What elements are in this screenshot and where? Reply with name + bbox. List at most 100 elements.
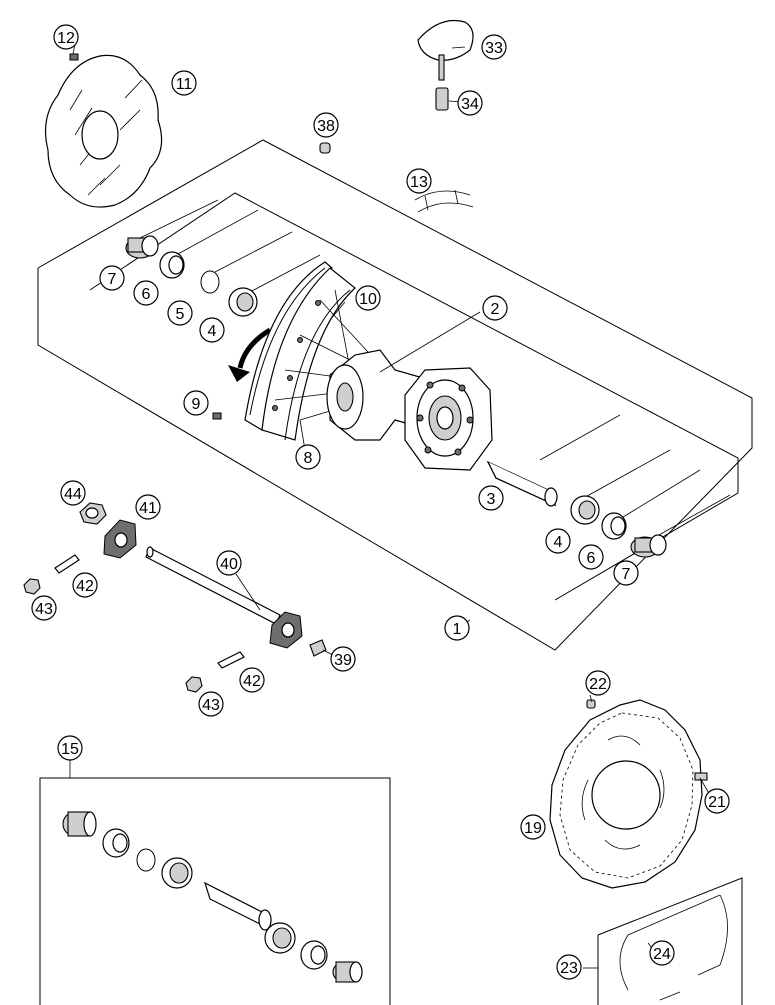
callout-c19: 19	[520, 814, 546, 840]
callout-circle	[199, 317, 225, 343]
callout-c3: 3	[478, 485, 504, 511]
callout-label: 23	[560, 960, 578, 977]
callout-c8: 8	[295, 444, 321, 470]
seal-left	[159, 251, 185, 279]
callout-label: 11	[176, 76, 193, 93]
callout-circle	[198, 691, 224, 717]
callout-circle	[478, 485, 504, 511]
callout-label: 39	[334, 652, 352, 669]
callout-c33: 33	[481, 34, 507, 60]
callout-circle	[556, 954, 582, 980]
rim	[244, 261, 356, 441]
kit-parts	[62, 811, 363, 983]
callout-circle	[406, 168, 432, 194]
callout-circle	[72, 572, 98, 598]
valve-nut	[435, 87, 449, 111]
callout-circle	[330, 646, 356, 672]
callout-c43b: 43	[198, 691, 224, 717]
chain-adjuster-left	[103, 519, 137, 559]
callout-label: 42	[76, 578, 94, 595]
callout-label: 33	[485, 40, 503, 57]
callout-circle	[135, 494, 161, 520]
callout-c15: 15	[57, 735, 83, 761]
callout-circle	[545, 528, 571, 554]
sprocket-nut	[586, 699, 596, 709]
callout-label: 19	[524, 820, 542, 837]
callout-c39: 39	[330, 646, 356, 672]
callout-circle	[239, 667, 265, 693]
bearing-kit-box	[39, 760, 391, 1005]
callout-c42a: 42	[72, 572, 98, 598]
hub	[326, 349, 493, 471]
callout-c41: 41	[135, 494, 161, 520]
adjuster-nut-right	[185, 676, 203, 693]
callout-circle	[457, 90, 483, 116]
callout-circle	[355, 285, 381, 311]
axle	[145, 546, 281, 625]
callout-label: 13	[410, 174, 428, 191]
callout-circle	[171, 70, 197, 96]
callout-c9: 9	[183, 390, 209, 416]
valve-cap	[417, 19, 474, 81]
callout-c4b: 4	[545, 528, 571, 554]
adjuster-nut-left	[23, 578, 41, 595]
adjuster-bolt-left	[54, 554, 80, 574]
callout-label: 22	[589, 676, 607, 693]
callout-circle	[613, 560, 639, 586]
callout-circle	[481, 34, 507, 60]
chain-adjuster-right	[269, 611, 303, 649]
hub-sleeve	[486, 460, 558, 507]
callout-c4a: 4	[199, 317, 225, 343]
callout-circle	[53, 24, 79, 50]
rim-tape	[414, 189, 474, 213]
callout-circle	[183, 390, 209, 416]
callout-c11: 11	[171, 70, 197, 96]
callout-c22: 22	[585, 670, 611, 696]
callout-label: 24	[653, 946, 671, 963]
callout-label: 4	[208, 323, 217, 340]
callout-label: 15	[61, 741, 79, 758]
screw	[309, 639, 327, 657]
callout-circle	[520, 814, 546, 840]
callout-c44: 44	[60, 480, 86, 506]
callout-c7b: 7	[613, 560, 639, 586]
callout-label: 43	[202, 697, 220, 714]
callout-circle	[295, 444, 321, 470]
callout-c43a: 43	[31, 595, 57, 621]
guide-lines-right	[539, 414, 731, 541]
callout-label: 34	[461, 96, 479, 113]
callout-label: 3	[487, 491, 496, 508]
callout-label: 21	[708, 794, 726, 811]
chain-box	[583, 877, 743, 1005]
callout-circle	[31, 595, 57, 621]
spacer-right	[630, 534, 667, 558]
callout-c5: 5	[167, 300, 193, 326]
callout-label: 1	[453, 621, 462, 638]
callout-label: 40	[220, 556, 238, 573]
bearing-right	[570, 495, 600, 525]
callout-circle	[444, 615, 470, 641]
callout-label: 7	[108, 271, 117, 288]
circlip-left	[200, 270, 220, 294]
callout-c38: 38	[313, 112, 339, 138]
callout-label: 5	[176, 306, 185, 323]
callout-label: 8	[304, 450, 313, 467]
wheel-assembly-frame	[37, 139, 753, 651]
callout-c10: 10	[355, 285, 381, 311]
callout-circle	[216, 550, 242, 576]
callout-label: 38	[317, 118, 335, 135]
callout-c42b: 42	[239, 667, 265, 693]
callout-label: 9	[192, 396, 201, 413]
callout-c12: 12	[53, 24, 79, 50]
spacer-left	[125, 235, 159, 259]
callout-circle	[60, 480, 86, 506]
callout-c40: 40	[216, 550, 242, 576]
spoke-nipple	[212, 412, 222, 420]
callout-circle	[585, 670, 611, 696]
adjuster-bolt-right	[217, 651, 245, 669]
callouts: 1234456677891011121315192122232433343839…	[31, 24, 730, 980]
callout-label: 44	[64, 486, 82, 503]
disc-bolt	[69, 53, 79, 61]
callout-c6a: 6	[133, 280, 159, 306]
